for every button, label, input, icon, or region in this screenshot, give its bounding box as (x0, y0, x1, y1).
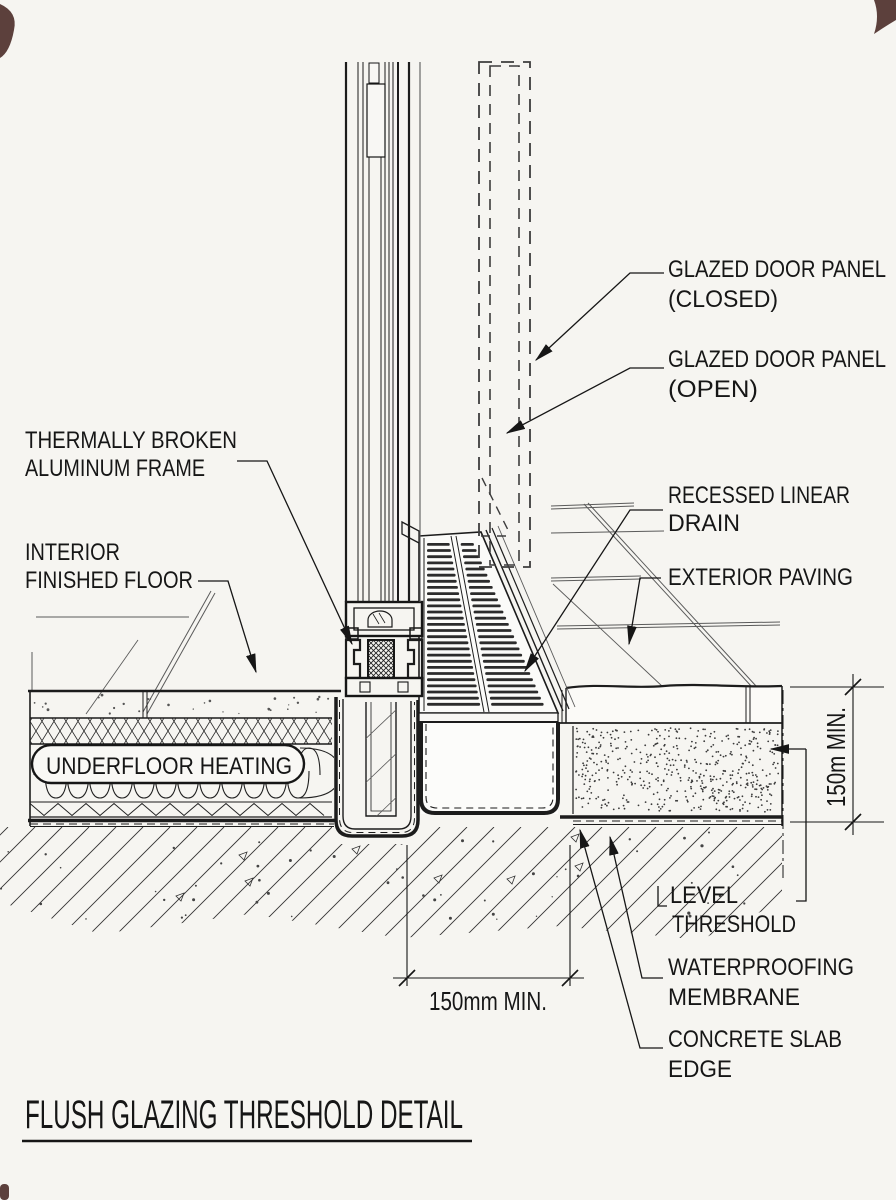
thermal-break-hatch (369, 641, 393, 677)
artifact-bottom-left (0, 1184, 9, 1200)
level-threshold-bracket-left (657, 886, 667, 907)
label-closed-1: GLAZED DOOR PANEL (668, 256, 886, 283)
dimension-vertical (782, 674, 884, 878)
exterior-paving-perspective (550, 502, 781, 688)
dimension-horizontal (393, 845, 584, 987)
insulation-lattice (30, 718, 332, 744)
glazing-spacer-top (368, 62, 380, 84)
label-drain-1: RECESSED LINEAR (668, 482, 850, 509)
leader-lines (198, 272, 807, 1049)
exterior-paving-section (558, 683, 783, 826)
dimension-width-text: 150mm MIN. (429, 986, 547, 1016)
label-interior-2: FINISHED FLOOR (25, 567, 193, 594)
label-level-1: LEVEL (670, 882, 738, 909)
label-slab-2: EDGE (668, 1056, 732, 1083)
drawing-title-block: FLUSH GLAZING THRESHOLD DETAIL (22, 1093, 472, 1143)
recessed-glazing-pocket (334, 697, 420, 838)
open-door-panel-dashed (478, 61, 531, 568)
fixed-glazed-panel (344, 62, 421, 602)
drain-rim-edge (485, 529, 564, 712)
leader-interior-floor (198, 580, 257, 674)
leader-slab-edge (579, 828, 663, 1049)
leader-frame (237, 460, 353, 646)
label-open-1: GLAZED DOOR PANEL (668, 346, 886, 373)
glass-reflection-lines (366, 709, 396, 816)
drawing-title: FLUSH GLAZING THRESHOLD DETAIL (25, 1093, 463, 1137)
callout-texts: THERMALLY BROKEN ALUMINUM FRAME INTERIOR… (25, 256, 886, 1083)
track-end (401, 520, 420, 545)
label-frame-1: THERMALLY BROKEN (25, 427, 237, 454)
leader-waterproofing (609, 835, 663, 979)
finish-floor-speckle (33, 693, 330, 715)
underfloor-heating-pill (30, 743, 306, 785)
aluminum-frame-profile (344, 600, 424, 698)
artifact-top-left (0, 4, 15, 58)
drain-grating (401, 520, 576, 723)
underfloor-heating-label: UNDERFLOOR HEATING (46, 753, 292, 780)
mortar-bed-stipple (575, 727, 780, 813)
screed-chevron (29, 802, 325, 817)
label-closed-2: (CLOSED) (668, 286, 778, 313)
glazing-spacer (366, 83, 386, 158)
label-drain-2: DRAIN (668, 510, 740, 537)
grating-slots (427, 543, 544, 706)
label-interior-1: INTERIOR (25, 539, 120, 566)
channel-membrane (419, 720, 560, 815)
interior-floor-section: UNDERFLOOR HEATING (28, 689, 343, 827)
label-open-2: (OPEN) (668, 376, 758, 403)
label-paving: EXTERIOR PAVING (668, 564, 853, 591)
leader-door-open (505, 367, 664, 434)
glass-edge (365, 702, 397, 817)
label-frame-2: ALUMINUM FRAME (25, 455, 205, 482)
label-level-2: THRESHOLD (672, 911, 796, 938)
leader-drain (524, 509, 663, 673)
artifact-top-right (874, 0, 896, 34)
dimension-height-text: 150m MIN. (821, 707, 851, 807)
label-waterproofing-1: WATERPROOFING (668, 954, 854, 981)
leader-door-closed (534, 272, 664, 361)
label-waterproofing-2: MEMBRANE (668, 984, 800, 1011)
drain-channel-section (419, 720, 560, 815)
gasket (367, 610, 393, 628)
leader-exterior-paving (627, 577, 661, 646)
label-slab-1: CONCRETE SLAB (668, 1026, 842, 1053)
